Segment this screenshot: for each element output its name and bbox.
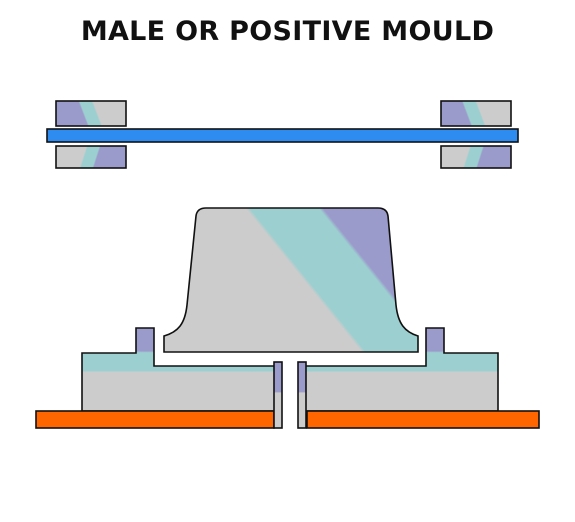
vacuum-post-left (273, 361, 283, 429)
clamp-bottom-right (440, 145, 512, 169)
diagram-title: MALE OR POSITIVE MOULD (80, 16, 495, 47)
clamp-top-right (440, 100, 512, 127)
clamp-top-left (55, 100, 127, 127)
base-plate-left (35, 410, 275, 429)
plastic-sheet (46, 128, 519, 143)
base-plate-right (306, 410, 540, 429)
male-mould (163, 207, 419, 353)
clamp-bottom-left (55, 145, 127, 169)
vacuum-post-right (297, 361, 307, 429)
